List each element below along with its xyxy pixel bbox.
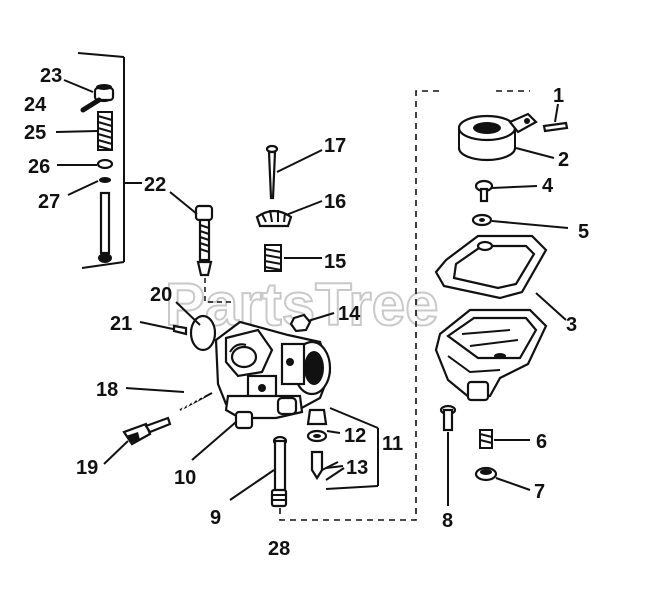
float-bowl <box>434 308 548 402</box>
part-9-tube <box>272 435 288 493</box>
part-22-shaft <box>98 191 112 263</box>
part-22-screw <box>194 204 214 277</box>
part-1-pin <box>542 121 569 133</box>
part-27-ring <box>99 177 111 183</box>
callout-5: 5 <box>578 221 589 243</box>
group-11-bracket <box>325 407 379 490</box>
part-16-float-cap <box>255 209 293 228</box>
callout-17: 17 <box>324 135 346 157</box>
callout-11: 11 <box>382 433 403 455</box>
part-28-jet <box>270 488 288 508</box>
part-6-spring <box>479 429 493 449</box>
part-12-seat <box>306 408 328 443</box>
callout-7: 7 <box>534 481 545 503</box>
callout-2: 2 <box>558 149 569 171</box>
callout-21: 21 <box>110 313 132 335</box>
part-24-pin <box>80 97 102 113</box>
callout-14: 14 <box>338 303 361 325</box>
callout-28: 28 <box>268 538 290 560</box>
callout-22: 22 <box>144 174 166 196</box>
callout-4: 4 <box>542 175 554 197</box>
part-17-needle <box>265 144 279 200</box>
callouts: 23 24 25 26 27 22 17 16 15 20 21 14 18 1… <box>24 65 589 560</box>
callout-18: 18 <box>96 379 118 401</box>
part-14-nut <box>289 313 312 333</box>
part-10-carburetor-body <box>214 320 332 430</box>
part-13-needle <box>310 450 345 481</box>
callout-19: 19 <box>76 457 98 479</box>
leader-lines <box>55 79 569 506</box>
callout-24: 24 <box>24 94 47 116</box>
part-23-cap <box>93 84 115 103</box>
part-21-screw <box>172 324 188 336</box>
callout-8: 8 <box>442 510 453 532</box>
callout-13: 13 <box>346 457 368 479</box>
callout-15: 15 <box>324 251 346 273</box>
callout-1: 1 <box>553 85 564 107</box>
callout-25: 25 <box>24 122 46 144</box>
callout-26: 26 <box>28 156 50 178</box>
part-2-float <box>457 112 538 162</box>
part-15-spring <box>264 244 282 272</box>
part-25-spring <box>97 111 113 151</box>
callout-20: 20 <box>150 284 172 306</box>
group-22-bracket <box>77 52 125 269</box>
callout-23: 23 <box>40 65 62 87</box>
callout-27: 27 <box>38 191 60 213</box>
part-18-spring <box>179 391 213 411</box>
callout-10: 10 <box>174 467 196 489</box>
part-20-gasket <box>189 314 217 352</box>
callout-9: 9 <box>210 507 221 529</box>
callout-12: 12 <box>344 425 366 447</box>
part-19-lever <box>122 416 172 446</box>
callout-6: 6 <box>536 431 547 453</box>
callout-3: 3 <box>566 314 577 336</box>
part-7-cap <box>474 466 498 482</box>
part-26-washer <box>96 158 114 170</box>
callout-16: 16 <box>324 191 346 213</box>
part-4-needle <box>474 179 494 203</box>
part-3-gasket <box>434 234 548 300</box>
part-8-screw <box>439 404 457 432</box>
